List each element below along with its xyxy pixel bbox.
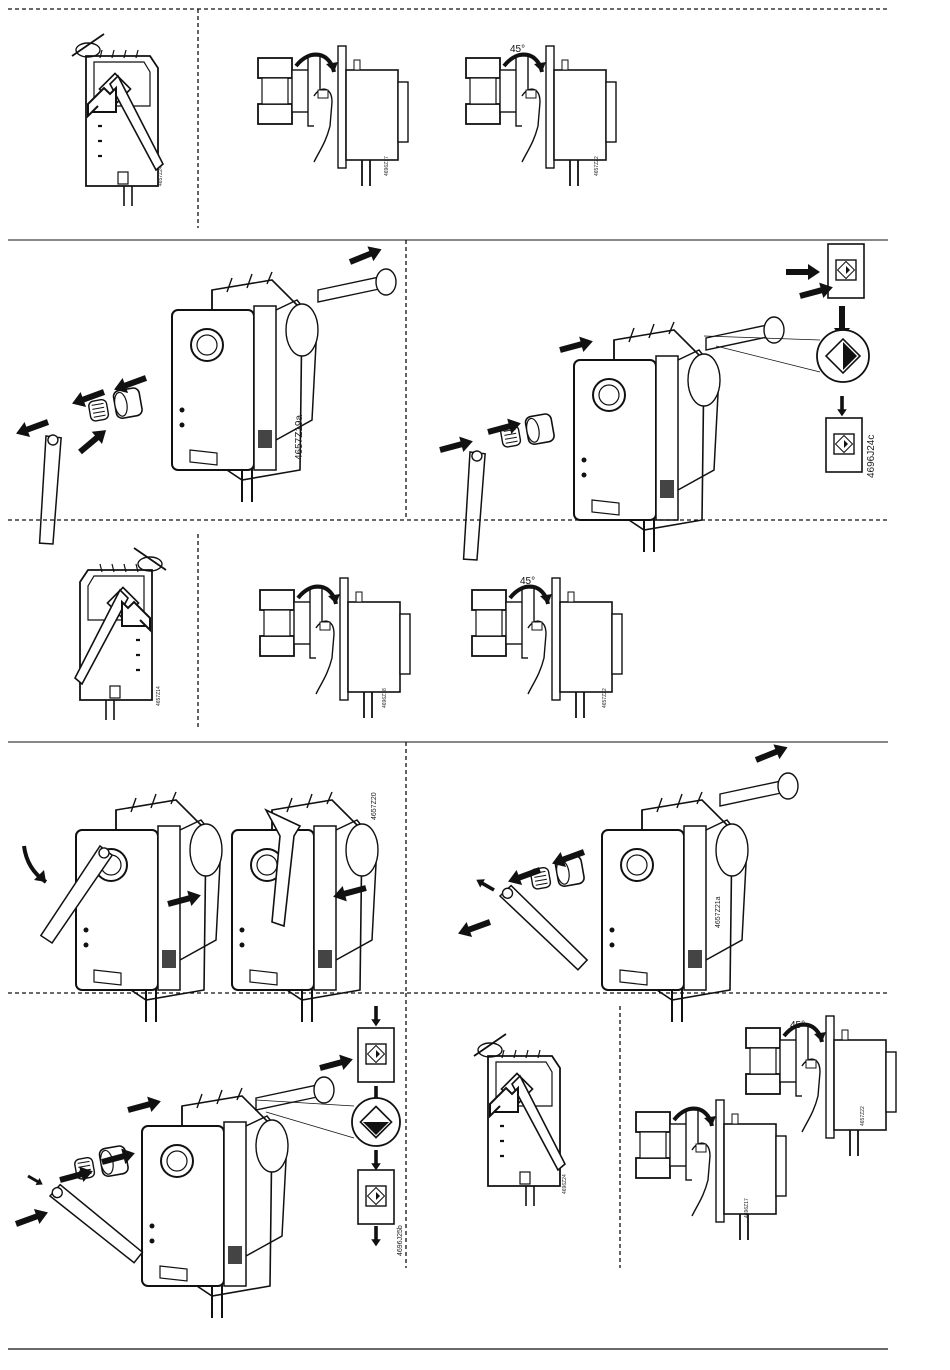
manual-turn-figure [17, 792, 222, 1022]
assembly-figure-right: 4696J24c [422, 244, 877, 565]
row-5: 4696J25b 4696Z24 4696Z17 45° 4657Z22 [8, 993, 896, 1318]
figure-code: 4657Z20 [371, 792, 378, 820]
handle-front-figure: 4696Z24 [474, 1034, 568, 1206]
figure-code: 4696Z17 [384, 156, 390, 176]
handle-front-figure [75, 548, 166, 720]
figure-code: 4657Z22 [602, 688, 608, 708]
angle-label: 45° [510, 44, 525, 55]
figure-code: 4657Z22 [594, 156, 600, 176]
valve-45-figure: 45° 4657Z22 [472, 576, 622, 718]
figure-code: 4696Z17 [744, 1198, 750, 1218]
figure-code: 4657Z22 [860, 1106, 866, 1126]
row-2: 4657Z19a 4696J24c [0, 240, 888, 565]
valve-45-figure: 45° 4657Z22 [466, 44, 616, 186]
figure-code: 4696Z24 [562, 1174, 568, 1194]
figure-code: 4696Z18 [382, 688, 388, 708]
assembly-figure-left: 4696J25b [13, 1006, 404, 1318]
disassembly-figure-right: 4657Z21a [455, 740, 798, 1022]
disassembly-figure-left: 4657Z19a [0, 242, 396, 549]
handle-stowed-figure: 4657Z20 [232, 792, 378, 1022]
figure-code: 4696J24c [866, 435, 877, 478]
figure-code: 4696J25b [397, 1225, 404, 1256]
handle-front-figure: 4657Z24 [72, 34, 164, 206]
figure-code: 4657Z24 [158, 166, 164, 186]
angle-label: 45° [520, 576, 535, 587]
figure-code: 4657Z19a [294, 415, 305, 460]
angle-label: 45° [790, 1020, 805, 1031]
valve-rotate-figure: 4696Z18 [260, 578, 410, 718]
figure-code: 4657Z14 [156, 686, 162, 706]
row-4: 4657Z20 4657Z21a [8, 740, 888, 1022]
valve-rotate-figure: 4696Z17 [258, 46, 408, 186]
row-1: 4657Z24 4696Z17 45° 4657Z22 [8, 9, 888, 228]
figure-code: 4657Z21a [715, 896, 722, 928]
row-3: 4657Z14 4696Z18 45° 4657Z22 [8, 520, 888, 730]
valve-rotate-figure: 4696Z17 [636, 1100, 786, 1240]
